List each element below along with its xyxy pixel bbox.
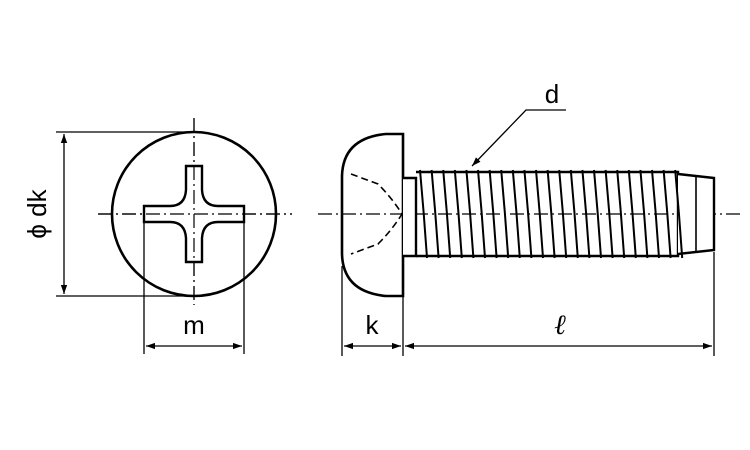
thread-crest-line xyxy=(453,169,463,259)
thread-crest-line xyxy=(662,169,672,259)
thread-crest-line xyxy=(430,169,440,259)
thread-crest-line xyxy=(546,169,556,259)
thread-crest-line xyxy=(593,169,602,259)
thread-crest-line xyxy=(442,169,452,259)
recess-width-label: m xyxy=(183,310,205,340)
thread-crest-line xyxy=(523,169,533,259)
thread-crest-line xyxy=(604,169,614,259)
thread-crest-line xyxy=(651,169,660,259)
top-view xyxy=(56,118,292,354)
pan-head-outline xyxy=(340,132,405,298)
thread-crest-line xyxy=(419,169,428,259)
hidden-recess-outline xyxy=(350,173,403,255)
thread-crest-line xyxy=(639,169,649,259)
thread-crest-line xyxy=(465,169,475,259)
thread-crest-line xyxy=(581,169,591,259)
thread-crest-line xyxy=(477,169,486,259)
length-label: ℓ xyxy=(554,310,566,341)
thread-crest-line xyxy=(500,169,510,259)
thread-crest-line xyxy=(558,169,568,259)
thread-crest-line xyxy=(488,169,498,259)
head-diameter-label: ϕ dk xyxy=(22,188,52,238)
thread-crest-line xyxy=(511,169,521,259)
thread-body-outline xyxy=(403,176,418,258)
thread-crest-line xyxy=(616,169,626,259)
head-height-label: k xyxy=(366,310,380,340)
thread-diameter-leader xyxy=(471,109,566,167)
thread-crest-line xyxy=(535,169,544,259)
thread-crest-line xyxy=(627,169,637,259)
thread-crest-line xyxy=(569,169,579,259)
thread-crests xyxy=(419,169,684,259)
thread-diameter-label: d xyxy=(545,79,559,109)
side-view xyxy=(318,109,744,356)
thread-crest-line xyxy=(674,169,684,259)
